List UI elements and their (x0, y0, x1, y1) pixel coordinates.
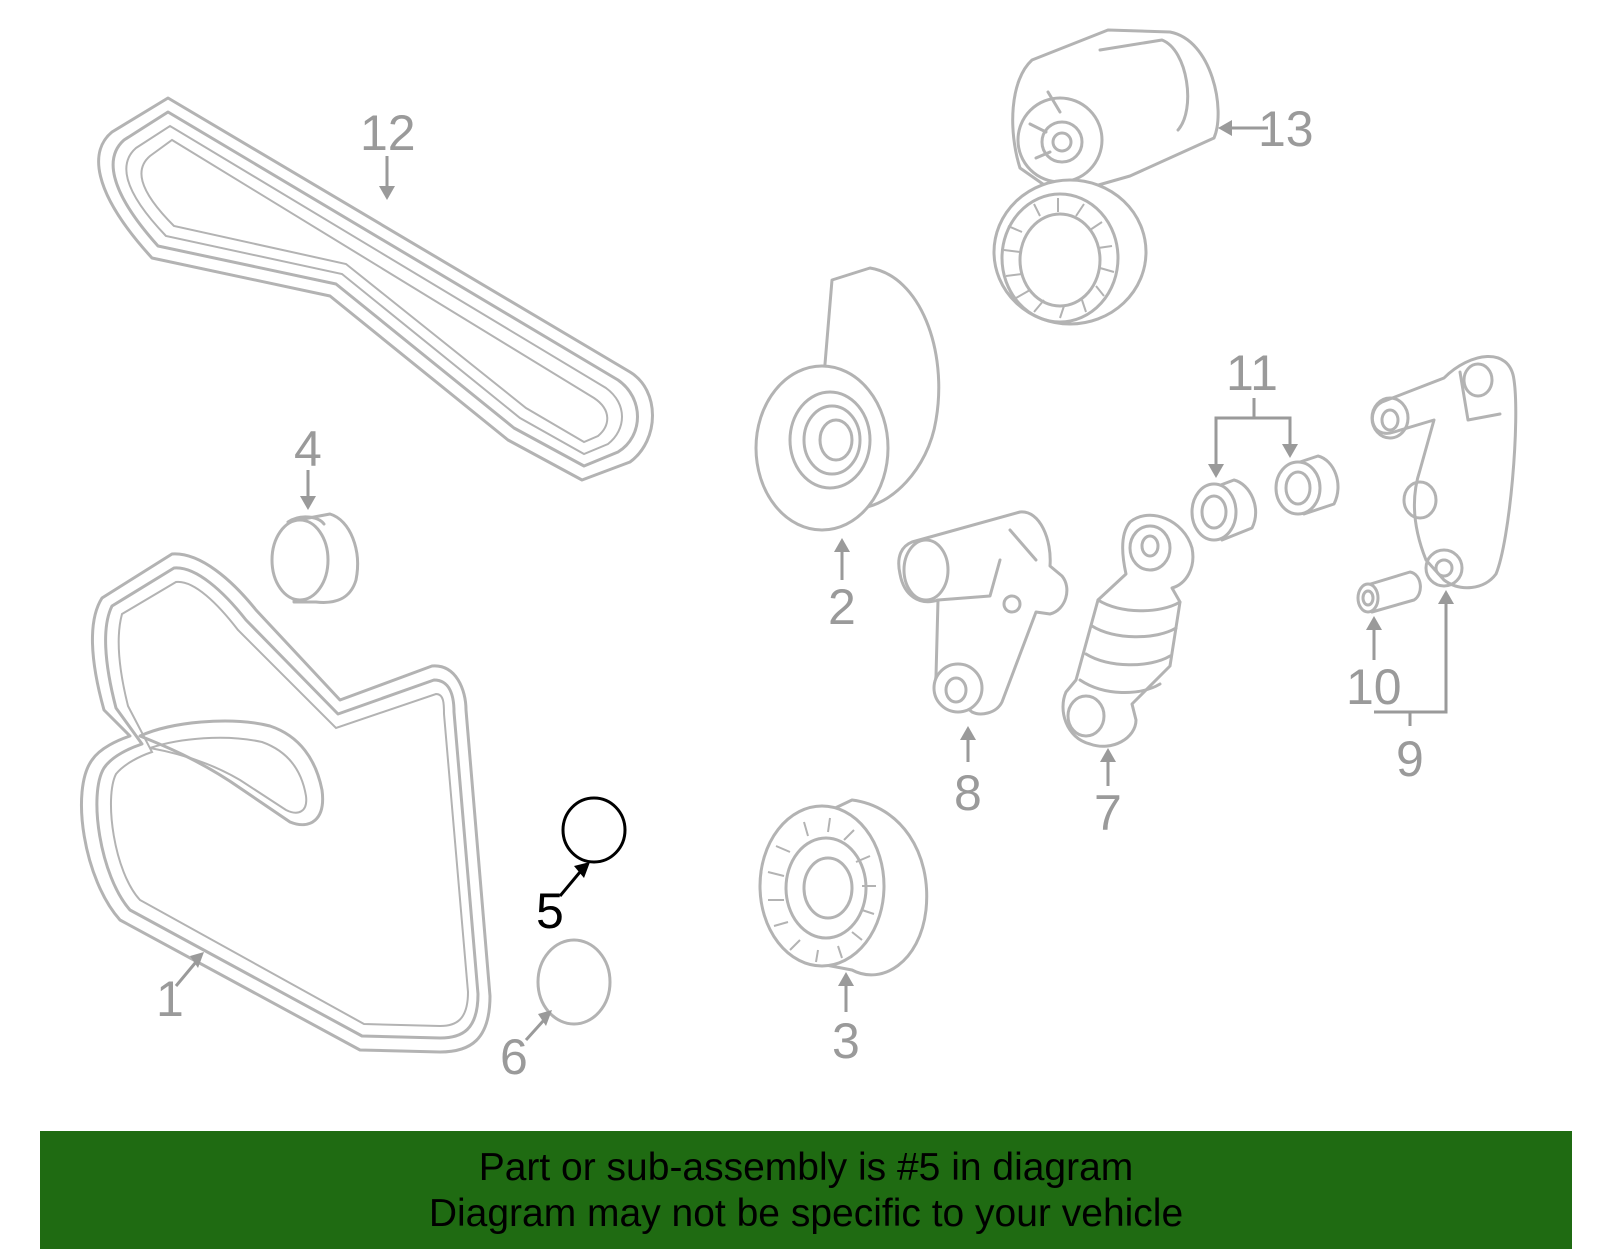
leader-4 (300, 470, 316, 510)
part-2-idler-pulley (754, 266, 941, 532)
part-1-belt (80, 552, 492, 1054)
leader-12 (379, 156, 395, 200)
leader-5 (558, 862, 590, 897)
part-12-belt (97, 96, 654, 482)
part-6-seal (536, 938, 612, 1026)
part-13-tensioner (992, 28, 1220, 326)
part-8-bracket (897, 510, 1069, 716)
leader-7 (1100, 748, 1116, 786)
callout-9: 9 (1396, 731, 1424, 787)
part-3-pulley (758, 798, 929, 977)
callout-3: 3 (832, 1013, 860, 1069)
info-banner: Part or sub-assembly is #5 in diagram Di… (40, 1131, 1572, 1249)
callout-7: 7 (1094, 785, 1122, 841)
part-7-damper (1061, 513, 1195, 748)
part-5-o-ring (561, 796, 627, 864)
leader-6 (524, 1010, 552, 1042)
leader-9 (1374, 590, 1454, 726)
part-4-cap (270, 512, 360, 604)
leader-13 (1218, 120, 1268, 136)
banner-line-2: Diagram may not be specific to your vehi… (428, 1192, 1184, 1235)
part-10-bolt (1356, 570, 1422, 614)
callout-13: 13 (1258, 101, 1314, 157)
banner-line-1: Part or sub-assembly is #5 in diagram (478, 1146, 1134, 1189)
leader-2 (834, 538, 850, 580)
callout-8: 8 (954, 765, 982, 821)
part-9-arm (1370, 355, 1518, 590)
callout-12: 12 (360, 105, 416, 161)
callout-2: 2 (828, 579, 856, 635)
callout-6: 6 (500, 1029, 528, 1085)
callout-11: 11 (1226, 345, 1278, 401)
leader-3 (838, 972, 854, 1012)
leader-8 (960, 726, 976, 762)
part-11-bushings (1190, 454, 1340, 542)
callout-10: 10 (1346, 659, 1402, 715)
callout-1: 1 (156, 971, 184, 1027)
callout-4: 4 (294, 421, 322, 477)
leader-10 (1366, 616, 1382, 660)
leader-11 (1208, 398, 1298, 478)
leader-1 (174, 952, 204, 987)
callout-5: 5 (536, 883, 564, 939)
